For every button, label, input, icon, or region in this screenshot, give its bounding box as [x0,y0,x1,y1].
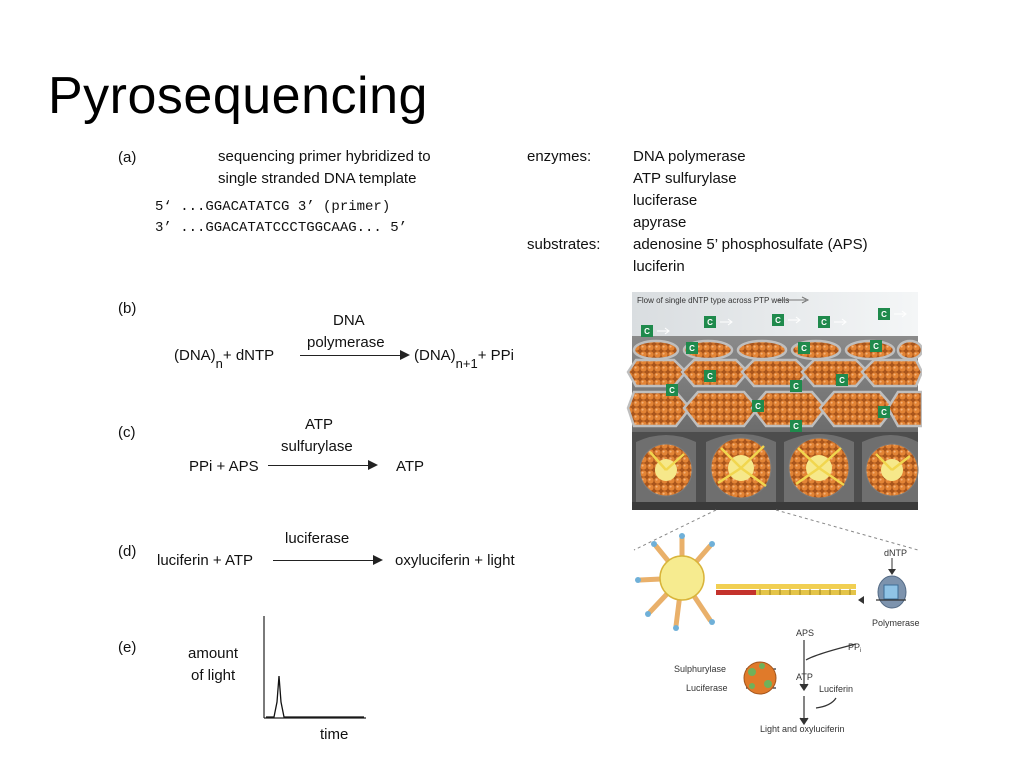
reaction-c-product: ATP [396,458,425,475]
sulfurylase-enzyme-line2: sulfurylase [281,438,353,455]
sulphurylase-label: Sulphurylase [674,664,726,674]
page-title: Pyrosequencing [48,67,428,125]
svg-text:C: C [793,422,799,431]
reaction-c-reactants: PPi + APS [189,458,259,475]
panel-d-label: (d) [118,543,137,560]
nucleotide-cubes: C C C C C C C C C C C C C C C [641,308,890,432]
panel-a-desc-line1: sequencing primer hybridized to [218,148,431,165]
reaction-b-products: (DNA)n+1+ PPi [414,347,515,371]
svg-text:C: C [755,402,761,411]
enzyme-item: DNA polymerase [633,148,746,165]
enzyme-item: luciferase [633,192,698,209]
substrate-item: adenosine 5’ phosphosulfate (APS) [633,236,868,253]
enzyme-item: apyrase [633,214,687,231]
svg-text:C: C [707,318,713,327]
magnified-bead [635,533,856,631]
luciferase-label: Luciferase [686,683,728,693]
enzymes-label: enzymes: [527,148,592,165]
enzyme-item: ATP sulfurylase [633,170,737,187]
svg-text:C: C [669,386,675,395]
sulfurylase-enzyme-line1: ATP [305,416,334,433]
luciferase-enzyme: luciferase [285,530,350,547]
substrates-label: substrates: [527,236,601,253]
svg-text:C: C [881,408,887,417]
reaction-c-arrow [268,465,368,466]
enzyme-bead [743,661,777,695]
pyrosequencing-figure: Flow of single dNTP type across PTP well… [626,292,922,734]
panel-a-label: (a) [118,149,137,166]
polymerase-enzyme-line2: polymerase [307,334,385,351]
light-oxyluciferin-label: Light and oxyluciferin [760,724,845,734]
svg-text:C: C [839,376,845,385]
time-axis-label: time [320,726,349,743]
reaction-b-arrow [300,355,400,356]
luciferin-label: Luciferin [819,684,853,694]
panel-a-desc-line2: single stranded DNA template [218,170,417,187]
aps-label: APS [796,628,814,638]
panel-c-label: (c) [118,424,136,441]
svg-text:C: C [793,382,799,391]
reaction-b-arrowhead [400,350,410,360]
panel-b-label: (b) [118,300,137,317]
well-cross-sections [632,432,919,510]
light-peak [266,675,364,718]
reaction-d-arrow [273,560,373,561]
reaction-b-reactants: (DNA)n+ dNTP [174,347,275,371]
svg-text:C: C [881,310,887,319]
ptp-wells [626,339,922,428]
svg-text:C: C [644,327,650,336]
dntp-label: dNTP [884,548,907,558]
primer-sequence: 5‘ ...GGACATATCG 3’ (primer) [155,199,391,215]
substrate-item: luciferin [633,258,685,275]
light-signal-plot [263,616,366,719]
reaction-d-arrowhead [373,555,383,565]
reaction-c-arrowhead [368,460,378,470]
polymerase-enzyme-line1: DNA [333,312,365,329]
template-sequence: 3’ ...GGACATATCCCTGGCAAG... 5’ [155,220,408,236]
svg-text:C: C [801,344,807,353]
flow-caption: Flow of single dNTP type across PTP well… [637,296,789,305]
panel-e-label: (e) [118,639,137,656]
reaction-d-products: oxyluciferin + light [395,552,515,569]
svg-text:C: C [821,318,827,327]
reaction-d-reactants: luciferin + ATP [157,552,254,569]
polymerase-label: Polymerase [872,618,920,628]
svg-text:C: C [775,316,781,325]
svg-text:C: C [707,372,713,381]
atp-label: ATP [796,672,813,682]
svg-text:C: C [873,342,879,351]
light-axis-label-line1: amount [188,645,239,662]
svg-text:C: C [689,344,695,353]
ppi-label: PPi [848,642,861,654]
light-axis-label-line2: of light [191,667,236,684]
polymerase [858,558,907,609]
